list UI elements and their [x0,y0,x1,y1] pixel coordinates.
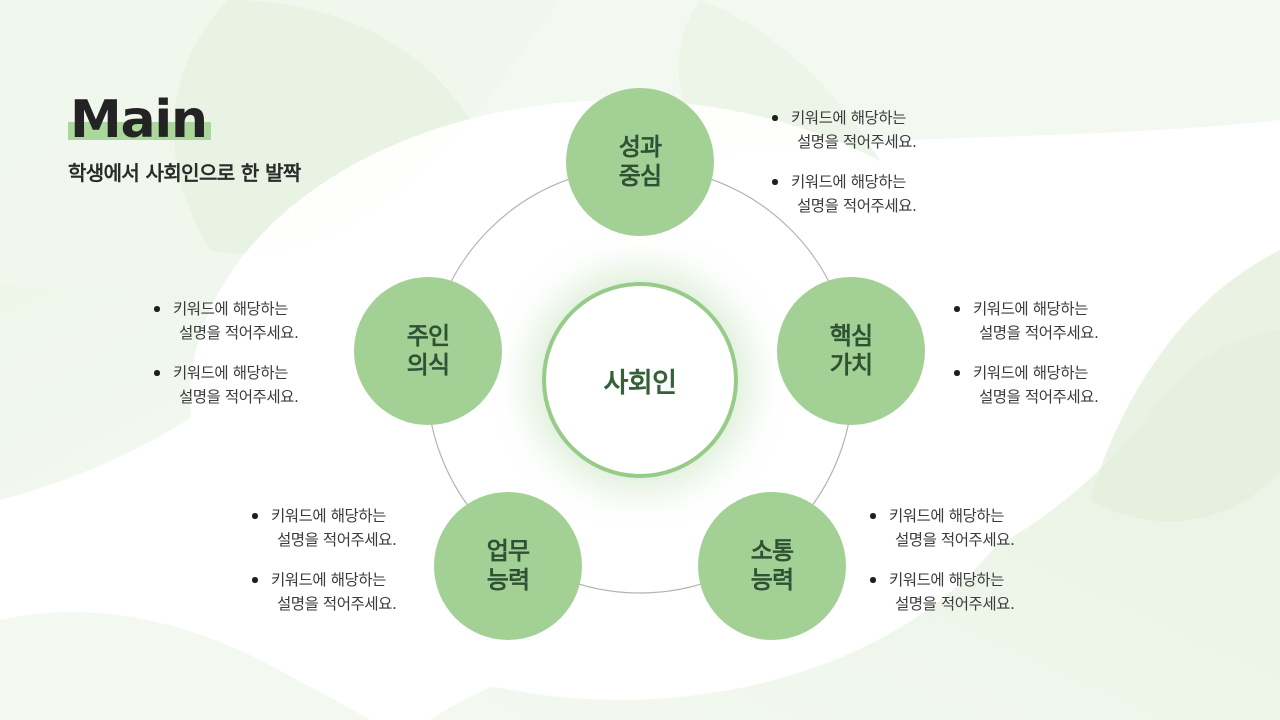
list-item[interactable]: 키워드에 해당하는 설명을 적어주세요. [250,504,397,552]
bullet-dot-icon [954,370,960,376]
diagram-node-label-line1: 소통 [750,536,794,565]
bullet-text-line1: 키워드에 해당하는 [173,300,288,318]
bullet-dot-icon [870,513,876,519]
bullet-list: 키워드에 해당하는 설명을 적어주세요. 키워드에 해당하는 설명을 적어주세요… [152,297,299,409]
bullet-dot-icon [954,306,960,312]
list-item[interactable]: 키워드에 해당하는 설명을 적어주세요. [952,361,1099,409]
list-item[interactable]: 키워드에 해당하는 설명을 적어주세요. [770,106,917,154]
bullet-text-line2: 설명을 적어주세요. [895,531,1015,550]
bullet-group-주인의식: 키워드에 해당하는 설명을 적어주세요. 키워드에 해당하는 설명을 적어주세요… [152,297,299,409]
diagram-node-업무능력[interactable]: 업무 능력 [434,492,582,640]
diagram-hub[interactable]: 사회인 [542,282,738,478]
diagram-node-label-line1: 주인 [406,321,450,350]
bullet-group-소통능력: 키워드에 해당하는 설명을 적어주세요. 키워드에 해당하는 설명을 적어주세요… [868,504,1015,616]
bullet-text-line1: 키워드에 해당하는 [889,507,1004,525]
diagram-node-label-line2: 가치 [829,351,873,379]
list-item[interactable]: 키워드에 해당하는 설명을 적어주세요. [952,297,1099,345]
diagram-node-label-line1: 성과 [618,132,662,161]
bullet-group-핵심가치: 키워드에 해당하는 설명을 적어주세요. 키워드에 해당하는 설명을 적어주세요… [952,297,1099,409]
bullet-dot-icon [772,179,778,185]
bullet-dot-icon [772,115,778,121]
list-item[interactable]: 키워드에 해당하는 설명을 적어주세요. [868,504,1015,552]
bullet-group-업무능력: 키워드에 해당하는 설명을 적어주세요. 키워드에 해당하는 설명을 적어주세요… [250,504,397,616]
bullet-text-line2: 설명을 적어주세요. [895,595,1015,614]
bullet-text-line2: 설명을 적어주세요. [979,324,1099,343]
bullet-text-line2: 설명을 적어주세요. [179,324,299,343]
diagram-node-주인의식[interactable]: 주인 의식 [354,277,502,425]
list-item[interactable]: 키워드에 해당하는 설명을 적어주세요. [152,361,299,409]
diagram-node-label-line2: 능력 [750,566,794,594]
list-item[interactable]: 키워드에 해당하는 설명을 적어주세요. [770,170,917,218]
page-subtitle: 학생에서 사회인으로 한 발짝 [68,161,301,186]
page-title-wrapper: Main [68,92,211,148]
bullet-text-line2: 설명을 적어주세요. [979,388,1099,407]
bullet-text-line2: 설명을 적어주세요. [179,388,299,407]
bullet-list: 키워드에 해당하는 설명을 적어주세요. 키워드에 해당하는 설명을 적어주세요… [952,297,1099,409]
diagram-node-label-line2: 능력 [486,566,530,594]
diagram-node-label-line2: 의식 [406,351,450,379]
diagram-node-label-line2: 중심 [618,162,662,190]
bullet-text-line2: 설명을 적어주세요. [277,531,397,550]
page-heading: Main 학생에서 사회인으로 한 발짝 [68,92,301,186]
bullet-dot-icon [870,577,876,583]
bullet-text-line1: 키워드에 해당하는 [271,571,386,590]
bullet-text-line1: 키워드에 해당하는 [791,173,906,192]
bullet-text-line1: 키워드에 해당하는 [973,300,1088,318]
bullet-group-성과중심: 키워드에 해당하는 설명을 적어주세요. 키워드에 해당하는 설명을 적어주세요… [770,106,917,218]
diagram-node-소통능력[interactable]: 소통 능력 [698,492,846,640]
bullet-dot-icon [154,370,160,376]
bullet-text-line1: 키워드에 해당하는 [271,507,386,525]
list-item[interactable]: 키워드에 해당하는 설명을 적어주세요. [250,568,397,616]
bullet-text-line2: 설명을 적어주세요. [277,595,397,614]
diagram-node-label-line1: 핵심 [829,321,873,350]
bullet-text-line1: 키워드에 해당하는 [973,364,1088,383]
bullet-list: 키워드에 해당하는 설명을 적어주세요. 키워드에 해당하는 설명을 적어주세요… [770,106,917,218]
bullet-list: 키워드에 해당하는 설명을 적어주세요. 키워드에 해당하는 설명을 적어주세요… [250,504,397,616]
bullet-text-line1: 키워드에 해당하는 [791,109,906,127]
diagram-node-성과중심[interactable]: 성과 중심 [566,88,714,236]
bullet-dot-icon [252,513,258,519]
diagram-node-핵심가치[interactable]: 핵심 가치 [777,277,925,425]
bullet-dot-icon [154,306,160,312]
bullet-dot-icon [252,577,258,583]
bullet-text-line2: 설명을 적어주세요. [797,133,917,152]
diagram-node-label-line1: 업무 [486,536,530,565]
bullet-text-line1: 키워드에 해당하는 [173,364,288,383]
list-item[interactable]: 키워드에 해당하는 설명을 적어주세요. [152,297,299,345]
bullet-text-line1: 키워드에 해당하는 [889,571,1004,590]
page-title: Main [70,90,208,150]
diagram-hub-label: 사회인 [603,367,677,399]
bullet-text-line2: 설명을 적어주세요. [797,197,917,216]
bullet-list: 키워드에 해당하는 설명을 적어주세요. 키워드에 해당하는 설명을 적어주세요… [868,504,1015,616]
list-item[interactable]: 키워드에 해당하는 설명을 적어주세요. [868,568,1015,616]
